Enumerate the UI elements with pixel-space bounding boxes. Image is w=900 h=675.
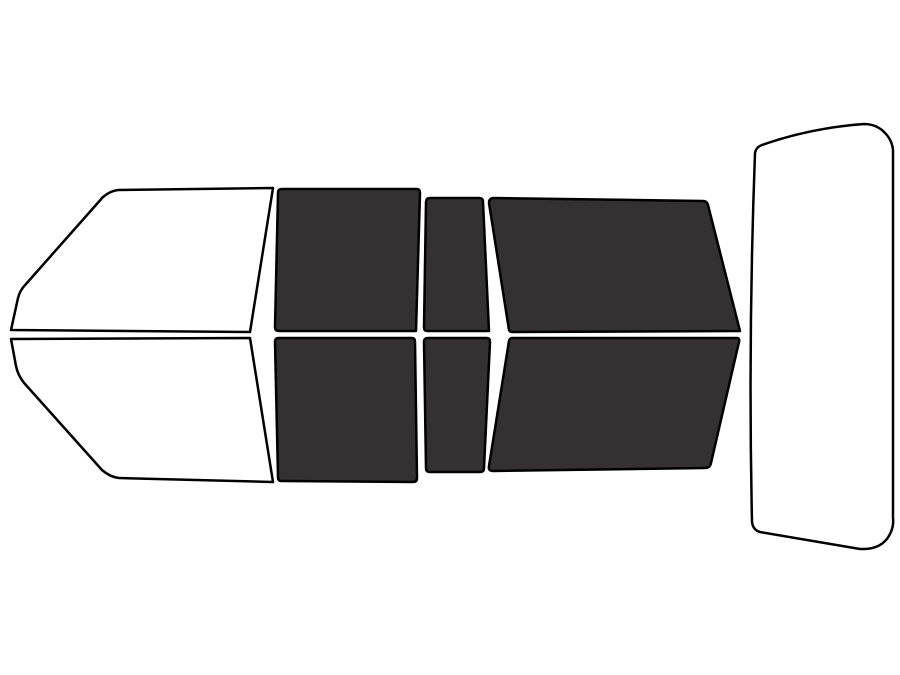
rear-door-window-right[interactable]	[422, 336, 492, 474]
rear-quarter-window-right[interactable]	[487, 336, 741, 473]
front-door-window-left[interactable]	[273, 187, 422, 333]
back-window[interactable]	[749, 122, 895, 551]
rear-quarter-window-left[interactable]	[487, 196, 742, 334]
rear-door-window-left[interactable]	[422, 196, 491, 333]
front-right-windshield-half[interactable]	[9, 336, 275, 484]
front-left-windshield-half[interactable]	[9, 186, 275, 334]
front-door-window-right[interactable]	[273, 336, 419, 484]
